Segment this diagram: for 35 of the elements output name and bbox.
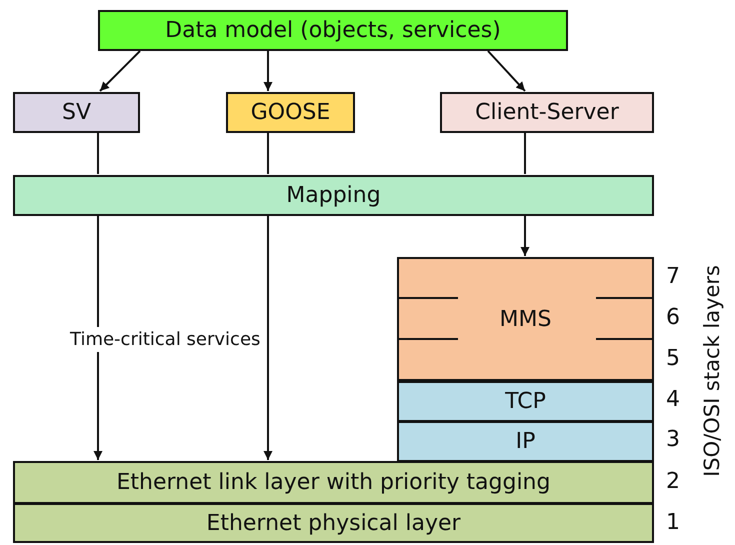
arrow	[94, 216, 102, 460]
layer-number: 3	[666, 427, 680, 452]
layer-number: 5	[666, 346, 680, 371]
layer-name: Ethernet link layer with priority tagging	[116, 470, 550, 495]
layer-box	[13, 175, 654, 216]
layer-name: IP	[516, 429, 536, 454]
layer-box	[13, 503, 654, 543]
layer-name: Mapping	[286, 183, 381, 208]
layer-box	[98, 10, 568, 51]
arrow	[99, 50, 141, 92]
layer-name: MMS	[500, 306, 552, 332]
layer-number: 1	[666, 510, 680, 535]
arrow	[264, 51, 272, 91]
layer-name: TCP	[505, 389, 546, 414]
layer-box	[13, 92, 140, 133]
layer-number: 7	[666, 264, 680, 289]
note-text: Time-critical services	[70, 327, 260, 352]
layer-box	[440, 92, 654, 133]
arrow	[520, 216, 530, 256]
layer-name: Ethernet physical layer	[206, 510, 461, 536]
layer-box	[397, 421, 654, 462]
layer-number: 6	[666, 305, 680, 330]
arrow	[487, 50, 526, 92]
layer-box	[13, 461, 654, 504]
layer-number: 2	[666, 469, 680, 494]
layer-box	[397, 381, 654, 422]
layer-box	[397, 257, 654, 381]
layer-number: 4	[666, 387, 680, 412]
layer-box	[226, 92, 355, 133]
layer-name: SV	[62, 100, 91, 125]
arrow	[264, 216, 272, 460]
layer-name: GOOSE	[250, 100, 330, 125]
layer-name: Client-Server	[475, 100, 619, 125]
axis-title: ISO/OSI stack layers	[700, 265, 724, 477]
layer-name: Data model (objects, services)	[165, 18, 501, 43]
